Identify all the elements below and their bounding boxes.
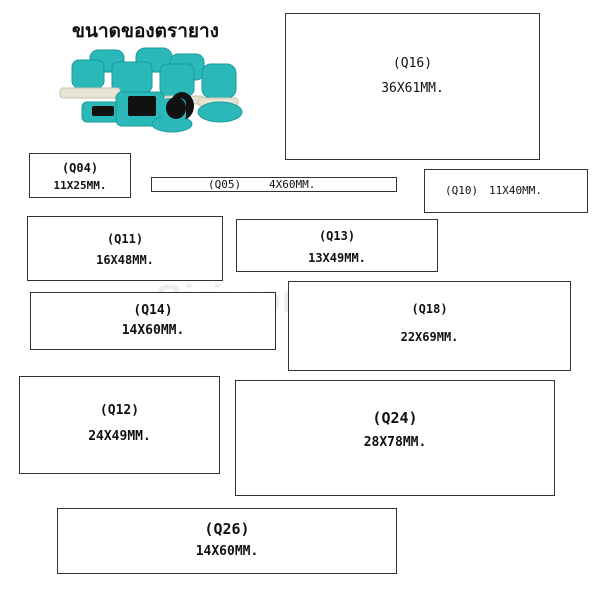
stamp-dimensions: 16X48MM. bbox=[96, 253, 154, 267]
stamp-dimensions: 11X25MM. bbox=[53, 179, 107, 192]
stamp-size-q10: (Q10) 11X40MM. bbox=[424, 169, 588, 213]
stamp-size-q13: (Q13) 13X49MM. bbox=[236, 219, 438, 272]
stamp-dimensions: 13X49MM. bbox=[308, 251, 366, 265]
stamp-size-q26: (Q26) 14X60MM. bbox=[57, 508, 397, 574]
stamp-product-photo bbox=[59, 47, 243, 133]
stamp-code: (Q18) bbox=[411, 302, 448, 316]
stamp-dimensions: 36X61MM. bbox=[381, 81, 444, 96]
stamp-size-q14: (Q14) 14X60MM. bbox=[30, 292, 276, 350]
stamp-dimensions: 11X40MM. bbox=[489, 184, 542, 197]
stamp-dimensions: 24X49MM. bbox=[88, 429, 151, 444]
stamp-size-q18: (Q18) 22X69MM. bbox=[288, 281, 571, 371]
stamp-code: (Q24) bbox=[372, 409, 418, 427]
stamp-size-q24: (Q24) 28X78MM. bbox=[235, 380, 555, 496]
stamp-size-q05: (Q05) 4X60MM. bbox=[151, 177, 397, 192]
stamp-code: (Q10) bbox=[445, 184, 479, 197]
stamp-code: (Q13) bbox=[318, 229, 356, 243]
stamp-code: (Q14) bbox=[133, 303, 173, 318]
stamp-code: (Q04) bbox=[61, 161, 99, 175]
stamp-dimensions: 4X60MM. bbox=[269, 178, 316, 191]
stamp-size-q04: (Q04) 11X25MM. bbox=[29, 153, 131, 198]
stamp-dimensions: 28X78MM. bbox=[363, 435, 427, 450]
stamp-dimensions: 14X60MM. bbox=[195, 544, 259, 559]
stamp-code: (Q11) bbox=[106, 232, 144, 246]
page-title: ขนาดของตรายาง bbox=[72, 20, 219, 42]
stamp-code: (Q26) bbox=[204, 520, 250, 538]
stamp-code: (Q05) bbox=[208, 178, 242, 191]
stamp-dimensions: 14X60MM. bbox=[121, 323, 185, 338]
stamp-code: (Q12) bbox=[99, 403, 140, 418]
stamp-dimensions: 22X69MM. bbox=[400, 330, 459, 344]
stamp-size-q16: (Q16) 36X61MM. bbox=[285, 13, 540, 160]
stamp-size-q12: (Q12) 24X49MM. bbox=[19, 376, 220, 474]
stamp-code: (Q16) bbox=[392, 56, 433, 71]
stamp-size-q11: (Q11) 16X48MM. bbox=[27, 216, 223, 281]
